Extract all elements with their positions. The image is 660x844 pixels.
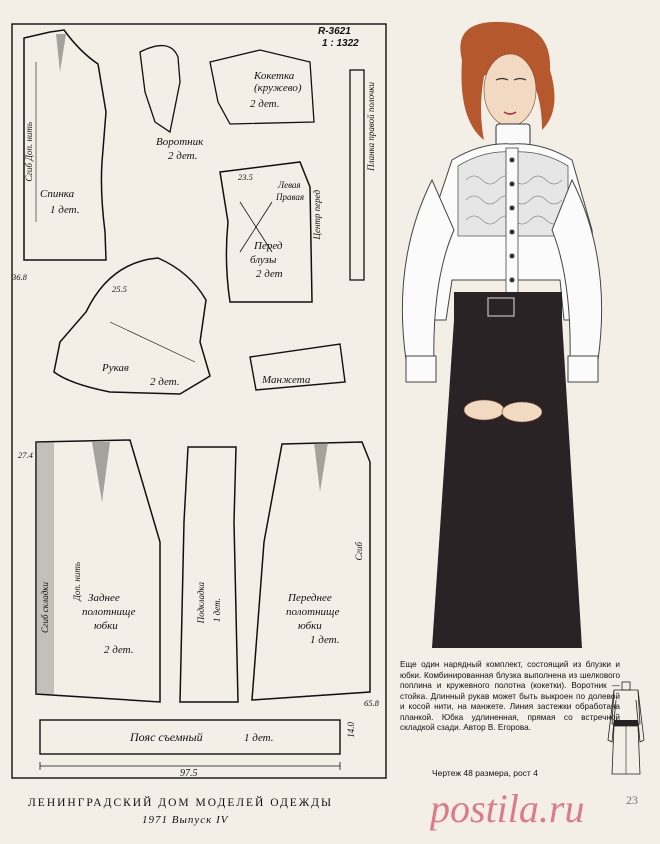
pattern-ref-code: R-3621 — [318, 26, 351, 37]
sleeve-outline — [53, 257, 211, 395]
cuff-outline — [249, 343, 346, 391]
yoke-material: (кружево) — [254, 82, 302, 94]
skirt-front-label: Переднее — [288, 592, 332, 604]
sleeve-label: Рукав — [102, 362, 129, 374]
front-sub: блузы — [250, 254, 277, 266]
skirt-back-grain: Доп. нить — [72, 562, 82, 601]
skirt-back-label-3: юбки — [94, 620, 118, 632]
pattern-draft: R-3621 1 : 1322 Спинка 1 дет. Сгиб Доп. … — [10, 22, 388, 780]
svg-text:postila.ru: postila.ru — [430, 786, 584, 831]
skirt-pleat-fold: Сгиб складки — [40, 582, 50, 633]
facing-count: 1 дет. — [212, 598, 222, 623]
skirt-back-label-2: полотнище — [82, 606, 136, 618]
belt-count: 1 дет. — [244, 732, 274, 744]
back-fold-label: Сгиб Доп. нить — [24, 122, 34, 182]
back-piece-outline — [23, 29, 107, 261]
skirt-front-outline — [251, 441, 371, 701]
facing-outline — [179, 446, 239, 703]
skirt-back-label: Заднее — [88, 592, 120, 604]
back-label: Спинка — [40, 188, 75, 200]
front-centre-label: Центр перед — [312, 190, 322, 240]
belt-length: 97.5 — [180, 768, 198, 779]
skirt-front-fold: Сгиб — [354, 542, 364, 561]
front-count: 2 дет — [256, 268, 283, 280]
placket-label: Планка правой полочки — [366, 82, 376, 171]
skirt-front-label-3: юбки — [298, 620, 322, 632]
front-width-dim: 23.5 — [238, 172, 253, 182]
belt-label: Пояс съемный — [130, 730, 203, 744]
watermark-logo: postila.ru — [427, 784, 630, 832]
sleeve-count: 2 дет. — [150, 376, 180, 388]
skirt-front-count: 1 дет. — [310, 634, 340, 646]
skirt-back-outline — [35, 439, 161, 703]
yoke-count: 2 дет. — [250, 98, 280, 110]
fashion-illustration — [392, 20, 610, 648]
skirt-hem-dim: 65.8 — [364, 698, 379, 708]
back-hem-dim: 36.8 — [12, 272, 27, 282]
front-piece-outline — [219, 161, 313, 303]
issue-info: 1971 Выпуск IV — [142, 814, 229, 826]
front-left-label: Левая — [278, 180, 301, 190]
front-label: Перед — [254, 240, 283, 252]
skirt-front-label-2: полотнище — [286, 606, 340, 618]
skirt-top-dim: 27.4 — [18, 450, 33, 460]
sleeve-grain: 25.5 — [112, 284, 127, 294]
yoke-label: Кокетка — [254, 70, 295, 82]
size-note: Чертеж 48 размера, рост 4 — [432, 768, 538, 778]
skirt-back-count: 2 дет. — [104, 644, 134, 656]
belt-width: 14.0 — [346, 722, 356, 738]
pattern-ref-scale: 1 : 1322 — [322, 38, 359, 49]
front-right-label: Правая — [276, 192, 305, 202]
cuff-label: Манжета — [262, 374, 311, 386]
description-text: Еще один нарядный комплект, состоящий из… — [400, 660, 620, 732]
back-count: 1 дет. — [50, 204, 80, 216]
pattern-drawing — [11, 23, 387, 779]
yoke-outline — [209, 49, 315, 125]
placket-outline — [349, 69, 365, 281]
facing-label: Подкладка — [196, 582, 206, 624]
model-drawing — [401, 21, 603, 648]
belt-outline — [39, 719, 341, 755]
publisher-title: ЛЕНИНГРАДСКИЙ ДОМ МОДЕЛЕЙ ОДЕЖДЫ — [28, 797, 333, 809]
collar-outline — [139, 45, 181, 134]
collar-count: 2 дет. — [168, 150, 198, 162]
collar-label: Воротник — [156, 136, 204, 148]
flat-sketch-thumbnail — [606, 680, 646, 776]
page-number: 23 — [626, 793, 638, 807]
